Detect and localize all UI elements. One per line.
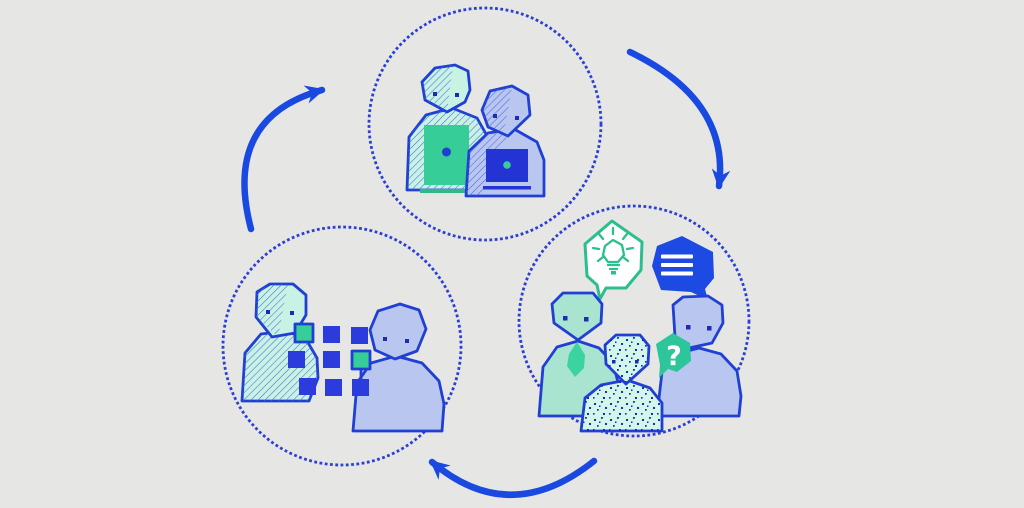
- dotted-circle-right: [517, 204, 751, 438]
- head: [550, 291, 604, 342]
- laptop-green-icon: [420, 125, 472, 193]
- eye: [584, 317, 589, 322]
- laptop-blue-icon: [483, 149, 531, 190]
- question-badge-icon: ?: [656, 333, 691, 378]
- eye: [612, 360, 616, 364]
- tie-icon: [567, 342, 585, 377]
- eye: [707, 326, 712, 331]
- node-data-grid: [240, 282, 446, 433]
- question-mark: ?: [666, 341, 682, 372]
- arrow-left-to-top: [241, 85, 326, 233]
- grid-square: [352, 379, 369, 396]
- grid-square: [288, 351, 305, 368]
- head: [368, 302, 428, 361]
- eye: [433, 92, 437, 96]
- eye: [290, 311, 294, 315]
- grid-square: [351, 327, 368, 344]
- arrow-right-to-left: [428, 457, 598, 498]
- grid-square: [323, 326, 340, 343]
- eye: [493, 114, 497, 118]
- held-square-green: [350, 349, 372, 371]
- eye: [455, 93, 459, 97]
- text-speech-bubble-icon: [652, 236, 714, 300]
- grid-square: [325, 379, 342, 396]
- eye: [563, 316, 568, 321]
- data-grid: [288, 322, 372, 396]
- node-laptop-pair: [405, 63, 546, 198]
- held-square-green: [293, 322, 315, 344]
- eye: [635, 360, 639, 364]
- person-back-view: [579, 333, 664, 433]
- grid-square: [323, 351, 340, 368]
- dotted-circle-top: [367, 6, 603, 242]
- person-periwinkle: [351, 302, 446, 433]
- eye: [686, 325, 691, 330]
- lightbulb-icon: [591, 226, 635, 275]
- eye: [515, 116, 519, 120]
- grid-square: [299, 378, 316, 395]
- node-discussion: ?: [537, 219, 743, 433]
- eye: [405, 339, 409, 343]
- eye: [266, 310, 270, 314]
- eye: [383, 337, 387, 341]
- dotted-circle-left: [221, 225, 463, 467]
- lightbulb-speech-bubble-icon: [583, 219, 644, 301]
- arrow-top-to-right: [626, 48, 731, 190]
